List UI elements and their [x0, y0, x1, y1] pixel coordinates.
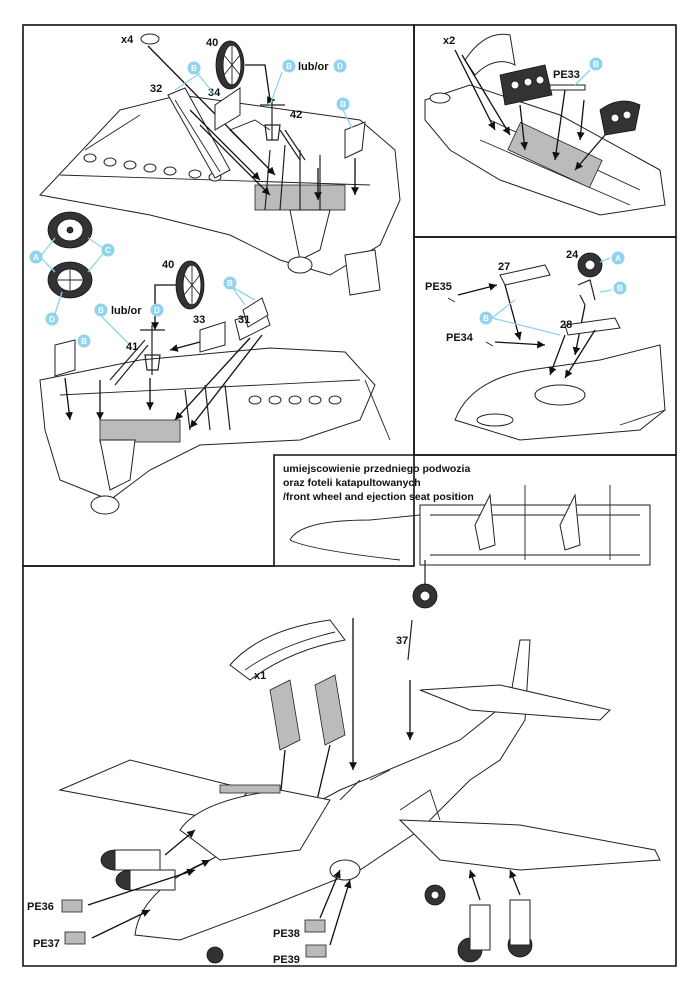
paint-code-c: C [101, 243, 115, 257]
svg-text:B: B [593, 60, 599, 69]
upper-wing-drawing [39, 94, 401, 296]
instrument-panel-1 [499, 64, 553, 106]
panel-b-right [344, 121, 366, 159]
part-24 [577, 252, 603, 306]
svg-text:B: B [617, 284, 623, 293]
part-37 [407, 619, 413, 661]
pe33-part [549, 84, 586, 91]
qty-x2-label: x2 [443, 35, 455, 47]
part-40-top-label: 40 [206, 37, 218, 49]
paint-code-b-right: B [336, 97, 350, 111]
pe35-label: PE35 [425, 281, 452, 293]
pe39-label: PE39 [273, 954, 300, 966]
part-41-label: 41 [126, 341, 138, 353]
cockpit-panel: x2 PE33 B [424, 33, 666, 216]
svg-text:A: A [615, 254, 621, 263]
lub-or-top-label: lub/or [298, 61, 329, 73]
wheel-40-bottom [175, 260, 205, 310]
part-42-label: 42 [290, 109, 302, 121]
paint-code-b-24: B [613, 281, 627, 295]
qty-x4-label: x4 [121, 34, 134, 46]
canopy-x1 [229, 619, 346, 681]
cockpit-detail-panel: 27 24 A B 28 PE35 PE34 B [425, 249, 666, 441]
svg-text:B: B [340, 100, 346, 109]
svg-text:B: B [483, 314, 489, 323]
paint-code-b-cockpit: B [589, 57, 603, 71]
final-assembly-panel: x1 37 [27, 618, 661, 966]
wheel-hub-small [140, 33, 160, 45]
pe36-label: PE36 [27, 901, 54, 913]
svg-text:B: B [81, 337, 87, 346]
part-33-label: 33 [193, 314, 205, 326]
pe38-part [304, 919, 326, 933]
pe37-part [64, 931, 86, 945]
paint-code-d-lubor-bottom: D [150, 303, 164, 317]
wing-holes-upper [83, 153, 222, 182]
pe34-label: PE34 [446, 332, 474, 344]
pe33-label: PE33 [553, 69, 580, 81]
wheel-paint-detail [47, 211, 93, 299]
qty-x1-label: x1 [254, 670, 266, 682]
paint-code-b-left: B [77, 334, 91, 348]
part-27 [499, 264, 551, 286]
canopy-part [464, 33, 516, 76]
part-32-label: 32 [150, 83, 162, 95]
aircraft-drawing [58, 639, 661, 964]
part-28-label: 28 [560, 319, 572, 331]
svg-text:D: D [154, 306, 160, 315]
panel-frames [22, 24, 677, 967]
part-24-label: 24 [566, 249, 579, 261]
main-gear-panel: x4 40 B lub/or D 42 34 B [29, 33, 401, 515]
door-34 [214, 87, 241, 131]
part-37-label: 37 [396, 635, 408, 647]
pe39-part [305, 944, 327, 958]
svg-text:D: D [337, 62, 343, 71]
svg-text:A: A [33, 253, 39, 262]
lub-or-bottom-label: lub/or [111, 305, 142, 317]
svg-text:C: C [105, 246, 111, 255]
paint-code-a-24: A [611, 251, 625, 265]
paint-code-b-lubor-top: B [282, 59, 296, 73]
strut-42 [260, 100, 306, 161]
rocket-pods-left [100, 849, 176, 891]
ejection-seats [269, 674, 346, 751]
svg-text:B: B [191, 64, 197, 73]
svg-text:B: B [286, 62, 292, 71]
part-40-bottom-label: 40 [162, 259, 174, 271]
pe37-label: PE37 [33, 938, 60, 950]
svg-text:B: B [227, 279, 233, 288]
door-32 [167, 87, 231, 179]
inset-caption-line3: /front wheel and ejection seat position [283, 491, 474, 503]
paint-code-d-wheel: D [45, 312, 59, 326]
svg-text:B: B [98, 306, 104, 315]
part-31-label: 31 [238, 314, 250, 326]
pe36-part [61, 899, 83, 913]
panel-b-left [54, 339, 76, 377]
strut-41 [109, 325, 165, 386]
door-33 [199, 321, 226, 353]
paint-code-d-lubor-top: D [333, 59, 347, 73]
wheel-40-top [215, 40, 245, 90]
part-27-label: 27 [498, 261, 510, 273]
inset-caption-line2: oraz foteli katapultowanych [283, 477, 421, 489]
part-28 [564, 317, 621, 336]
inset-caption-line1: umiejscowienie przedniego podwozia [283, 463, 470, 475]
paint-code-a: A [29, 250, 43, 264]
paint-code-b-lubor-bottom: B [94, 303, 108, 317]
front-gear-inset: umiejscowienie przedniego podwozia oraz … [283, 463, 651, 609]
lower-wing-drawing [39, 347, 391, 515]
rocket-pods-right [457, 899, 533, 963]
instrument-panel-2 [599, 100, 641, 136]
pe38-label: PE38 [273, 928, 300, 940]
paint-code-b-pe: B [479, 311, 493, 325]
paint-code-b-34: B [187, 61, 201, 75]
paint-code-b-31: B [223, 276, 237, 290]
wing-holes-lower [248, 395, 342, 405]
svg-text:D: D [49, 315, 55, 324]
